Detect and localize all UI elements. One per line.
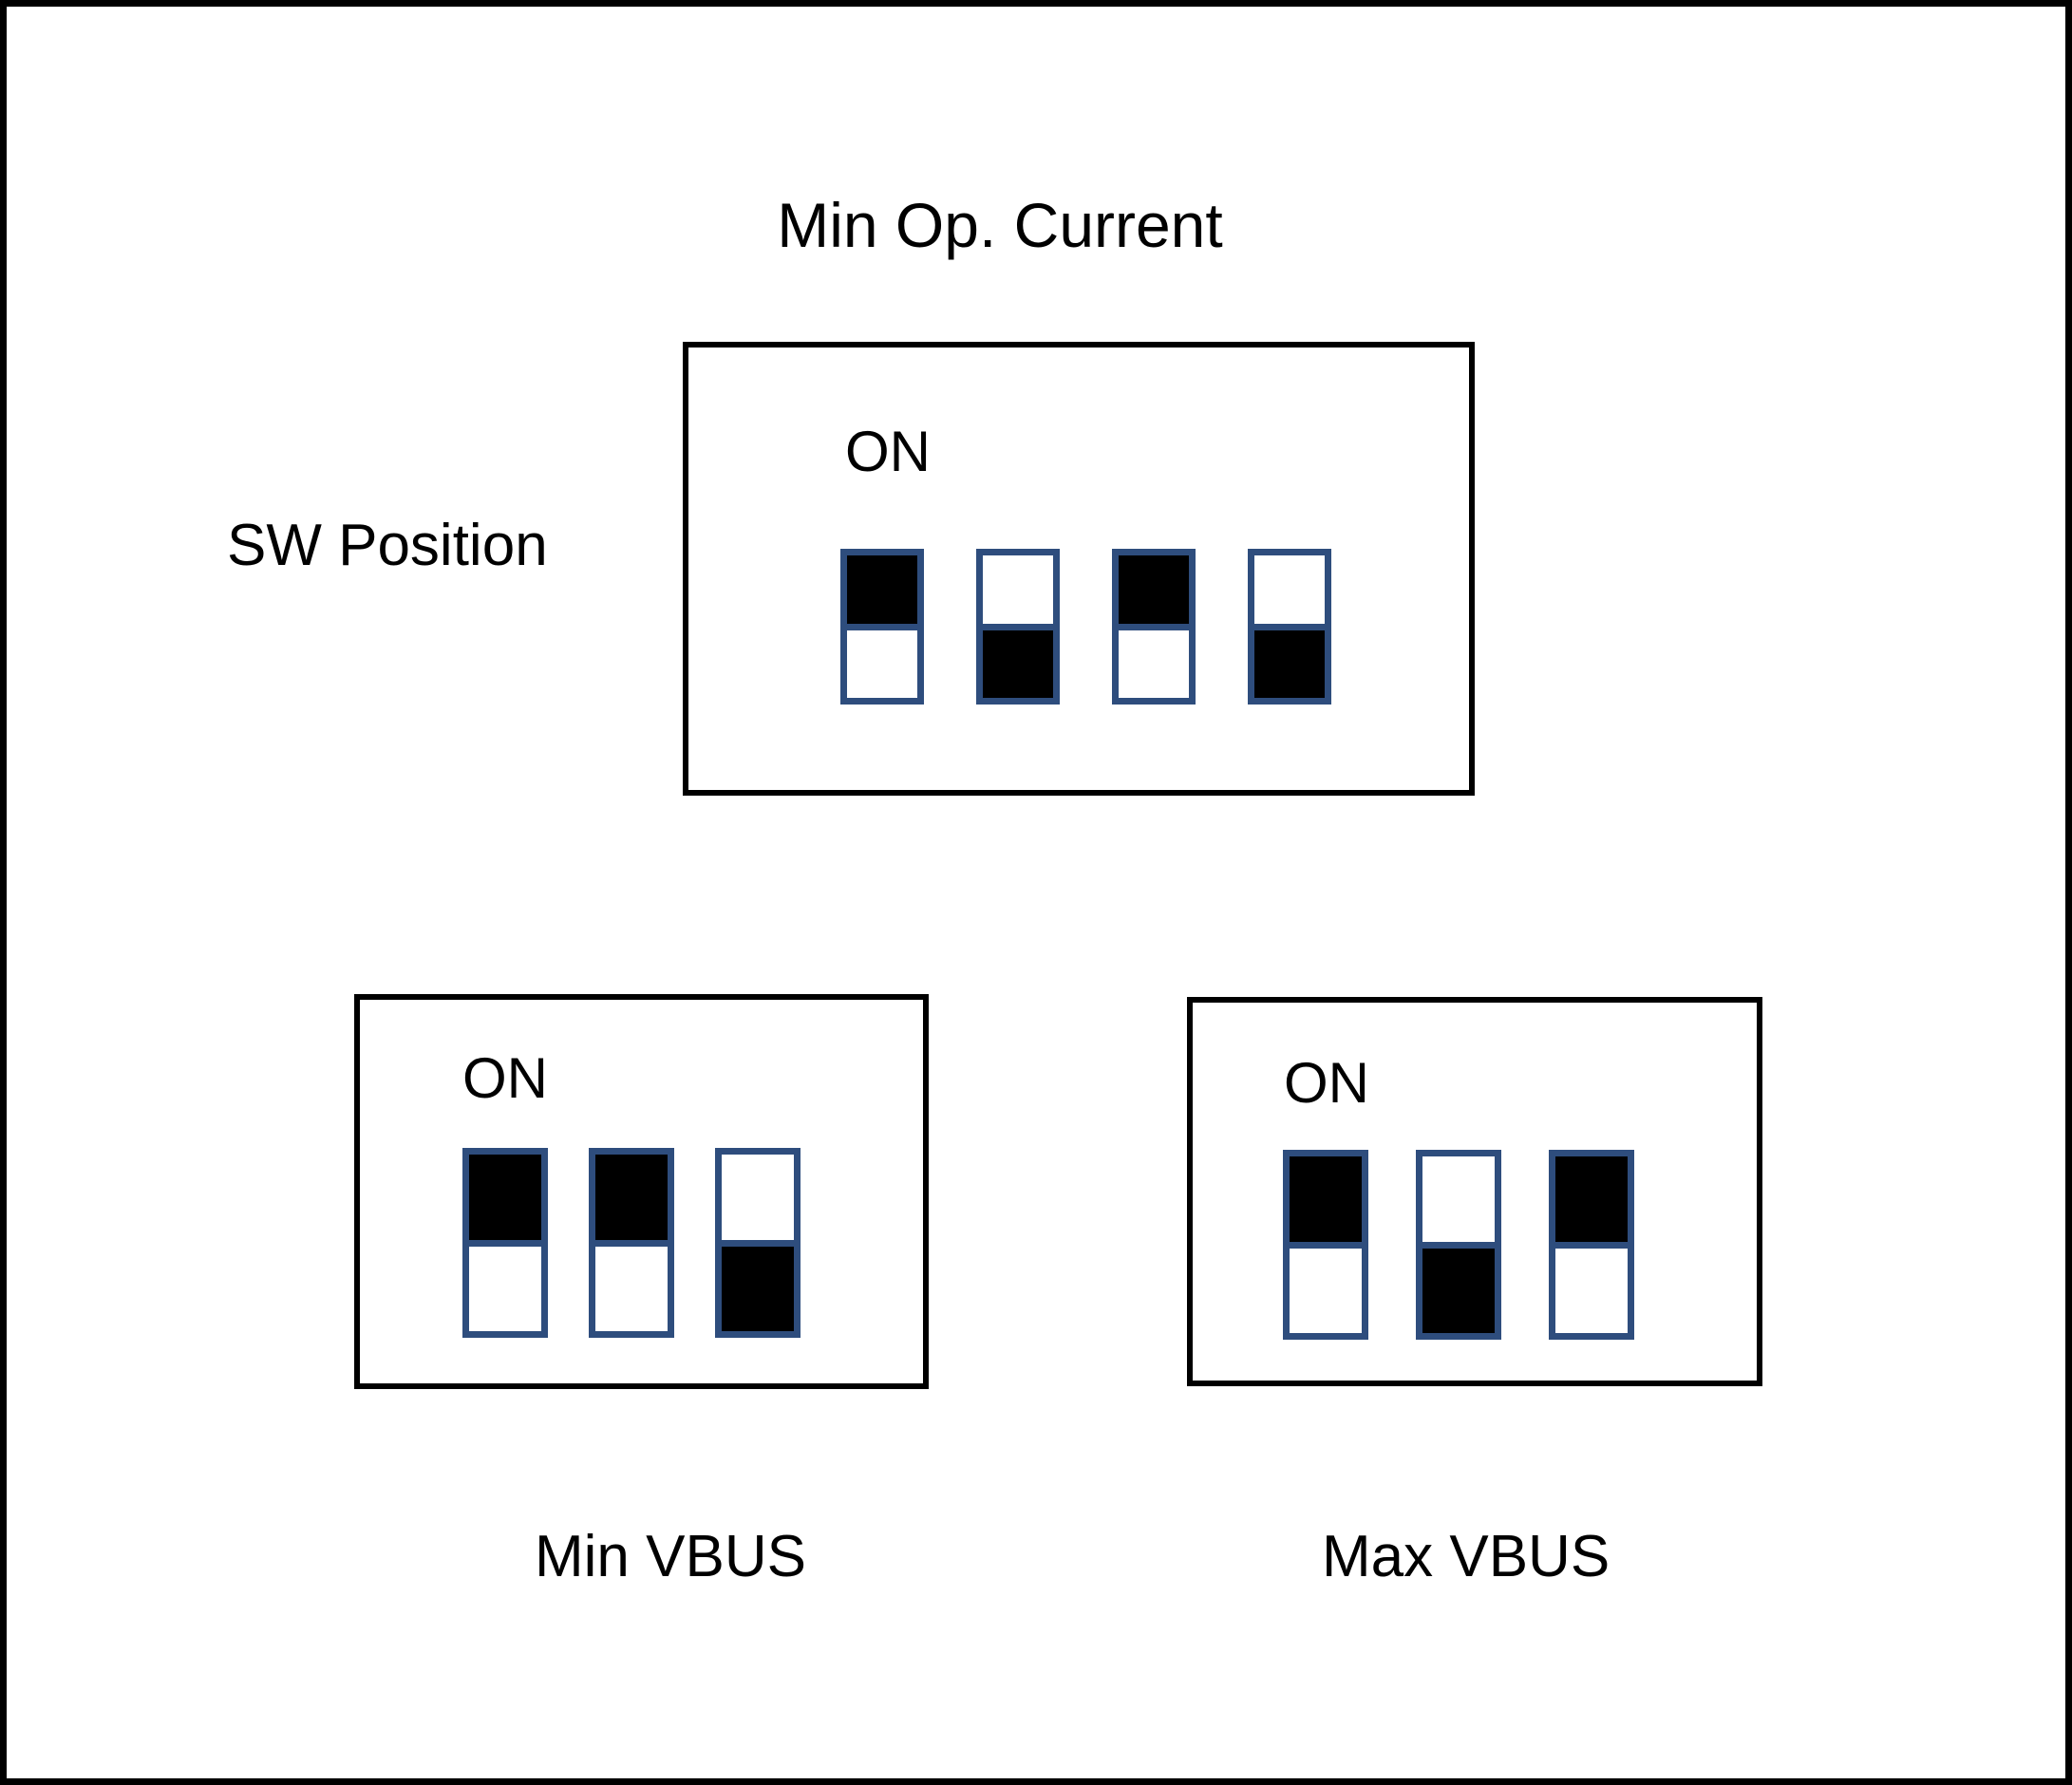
dip-switch-2-top [1422, 1156, 1495, 1249]
dip-switch-3[interactable] [1112, 549, 1196, 705]
on-label: ON [462, 1046, 548, 1110]
switch-panel-min-op-current: ON [683, 342, 1475, 796]
dip-switch-1-bottom [469, 1246, 541, 1331]
dip-switch-4-bottom [1254, 629, 1325, 698]
max-vbus-caption: Max VBUS [1322, 1524, 1611, 1589]
dip-switch-1[interactable] [462, 1148, 548, 1338]
min-vbus-caption: Min VBUS [535, 1524, 806, 1589]
dip-switch-3[interactable] [1549, 1150, 1634, 1340]
dip-switch-4-top [1254, 555, 1325, 630]
dip-switch-2-bottom [983, 629, 1053, 698]
dip-switch-3[interactable] [715, 1148, 801, 1338]
dip-switch-3-bottom [1555, 1248, 1628, 1333]
dip-switch-3-top [1555, 1156, 1628, 1249]
dip-switch-2-top [595, 1155, 668, 1247]
dip-switch-1[interactable] [1283, 1150, 1368, 1340]
dip-switch-1[interactable] [840, 549, 924, 705]
dip-switch-row [1283, 1150, 1634, 1340]
dip-switch-3-bottom [722, 1246, 794, 1331]
dip-switch-1-bottom [1290, 1248, 1362, 1333]
dip-switch-row [462, 1148, 801, 1338]
min-op-current-title: Min Op. Current [777, 190, 1223, 260]
dip-switch-1-bottom [847, 629, 917, 698]
dip-switch-2-bottom [595, 1246, 668, 1331]
dip-switch-2[interactable] [976, 549, 1060, 705]
dip-switch-3-top [722, 1155, 794, 1247]
dip-switch-row [840, 549, 1331, 705]
dip-switch-2-top [983, 555, 1053, 630]
dip-switch-2[interactable] [589, 1148, 674, 1338]
dip-switch-4[interactable] [1248, 549, 1331, 705]
on-label: ON [845, 420, 931, 483]
dip-switch-2-bottom [1422, 1248, 1495, 1333]
switch-panel-max-vbus: ON [1187, 997, 1762, 1386]
on-label: ON [1284, 1051, 1369, 1115]
dip-switch-1-top [1290, 1156, 1362, 1249]
dip-switch-1-top [847, 555, 917, 630]
dip-switch-1-top [469, 1155, 541, 1247]
switch-panel-min-vbus: ON [354, 994, 929, 1389]
sw-position-label: SW Position [227, 513, 548, 578]
dip-switch-2[interactable] [1416, 1150, 1501, 1340]
dip-switch-3-bottom [1119, 629, 1189, 698]
dip-switch-3-top [1119, 555, 1189, 630]
